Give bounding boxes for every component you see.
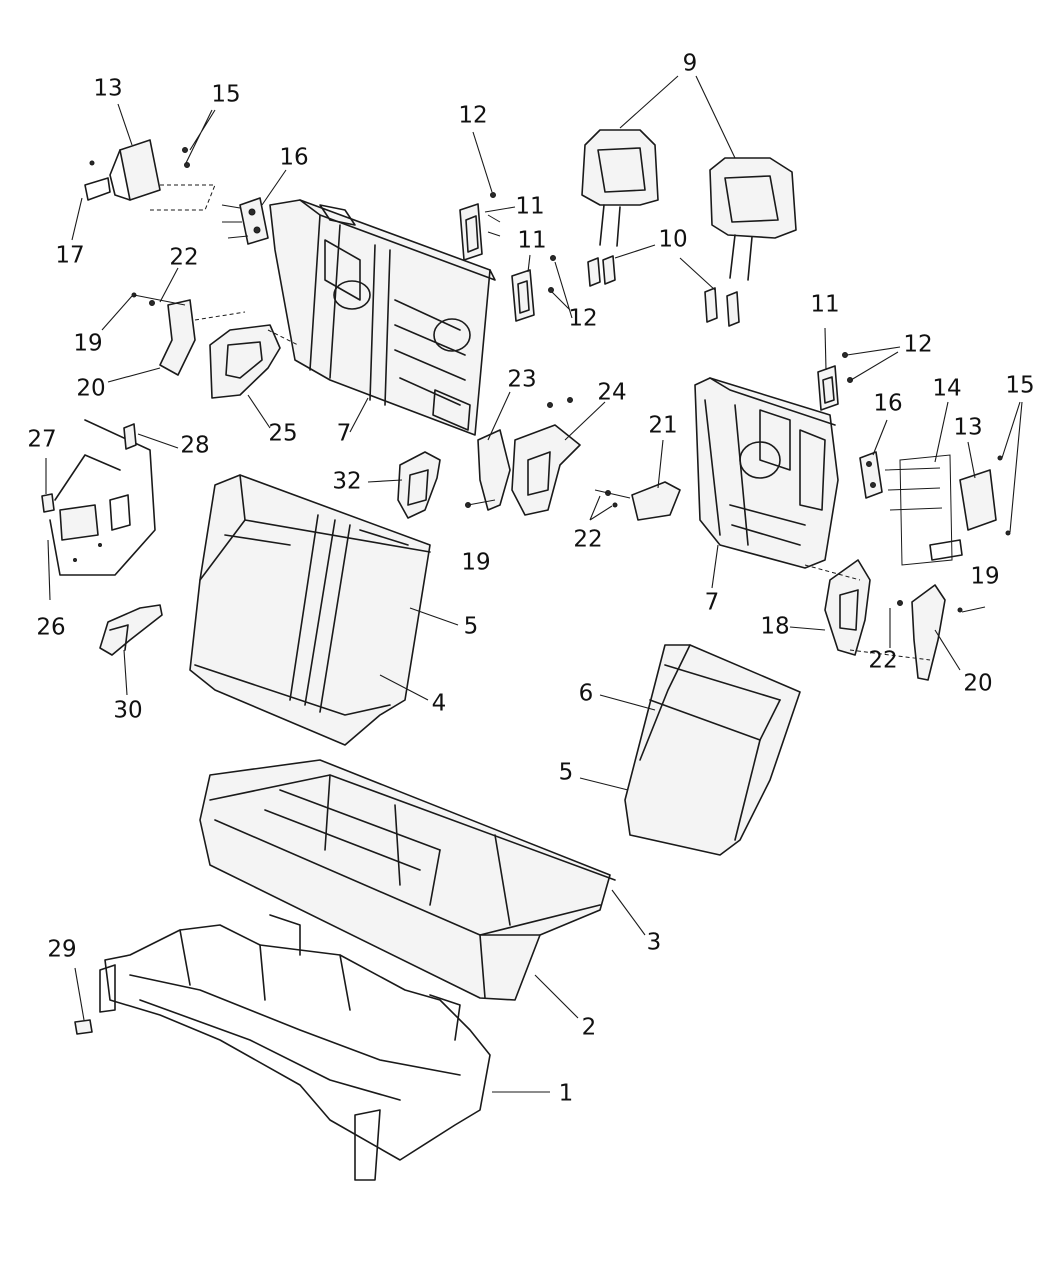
callout-18: 18 [760,614,789,640]
callout-20: 20 [963,671,992,697]
hinge-bracket-25 [209,324,299,399]
callout-1: 1 [559,1081,574,1107]
callout-15: 15 [211,82,240,108]
bracket-30 [99,604,163,656]
callout-11: 11 [515,194,544,220]
callout-15: 15 [1005,373,1034,399]
callout-11: 11 [810,292,839,318]
latch-11-middle [511,255,556,322]
callout-25: 25 [268,421,297,447]
callout-13: 13 [93,76,122,102]
callout-19: 19 [73,331,102,357]
headrest-9-right [709,157,797,281]
callout-12: 12 [458,103,487,129]
cover-14 [884,454,953,566]
bracket-13-right [929,455,1011,561]
bracket-32 [397,451,441,519]
seatback-frame-7-right [694,377,839,569]
pivot-bracket-18-right [804,559,903,656]
callout-26: 26 [36,615,65,641]
seatback-cushion-6 [624,644,801,856]
callout-labels: 13 15 17 16 12 11 9 10 11 12 22 19 20 25… [27,51,1034,1107]
callout-2: 2 [582,1015,597,1041]
bracket-23-24 [465,397,581,516]
callout-19: 19 [461,550,490,576]
callout-7: 7 [337,421,352,447]
seatback-cushion-4 [189,474,431,746]
side-panel-26-left [41,419,156,576]
callout-11: 11 [517,228,546,254]
latch-11-upper [459,192,501,261]
seat-frame-1 [74,914,491,1181]
callout-28: 28 [180,433,209,459]
seat-cushion-2 [199,759,616,1001]
callout-23: 23 [507,367,536,393]
callout-16: 16 [873,391,902,417]
callout-22: 22 [868,648,897,674]
hinge-16-left [221,197,269,245]
callout-13: 13 [953,415,982,441]
callout-20: 20 [76,376,105,402]
headrest-9-left [581,129,659,247]
callout-9: 9 [683,51,698,77]
hinge-16-right [859,451,883,499]
bracket-21 [594,481,681,521]
bracket-13-left [84,139,216,211]
callout-4: 4 [432,691,447,717]
callout-12: 12 [903,332,932,358]
latch-11-right [817,352,853,411]
callout-21: 21 [648,413,677,439]
callout-7: 7 [705,590,720,616]
callout-16: 16 [279,145,308,171]
callout-5: 5 [464,614,479,640]
callout-27: 27 [27,427,56,453]
guide-10-right [704,287,740,327]
seatback-frame-7-left [269,199,496,436]
callout-19: 19 [970,564,999,590]
callout-29: 29 [47,937,76,963]
callout-30: 30 [113,698,142,724]
callout-10: 10 [658,227,687,253]
callout-6: 6 [579,681,594,707]
callout-24: 24 [597,380,626,406]
callout-17: 17 [55,243,84,269]
leader-lines [45,75,1023,1093]
callout-12: 12 [568,306,597,332]
pivot-bracket-20-left [131,292,246,376]
callout-22: 22 [573,527,602,553]
pivot-bracket-20-right [849,584,963,681]
callout-3: 3 [647,930,662,956]
callout-14: 14 [932,376,961,402]
callout-5: 5 [559,760,574,786]
guide-10-left [587,255,616,287]
callout-32: 32 [332,469,361,495]
callout-22: 22 [169,245,198,271]
